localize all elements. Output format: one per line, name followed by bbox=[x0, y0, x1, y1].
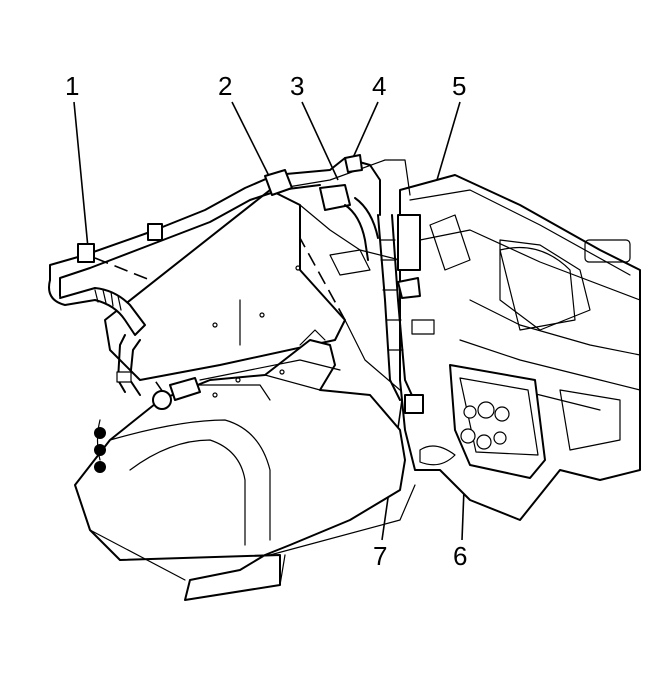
refrigerant-lines bbox=[48, 154, 424, 414]
instrument-panel-area bbox=[399, 174, 641, 521]
callout-label-6: 6 bbox=[453, 541, 467, 571]
callout-label-1: 1 bbox=[65, 71, 79, 101]
callout-label-4: 4 bbox=[372, 71, 386, 101]
wheelhouse-structure bbox=[74, 329, 416, 601]
callout-labels: 1 2 3 4 5 6 7 bbox=[65, 71, 467, 571]
bulkhead-panel bbox=[104, 159, 411, 391]
leader-line-4 bbox=[351, 101, 379, 161]
leader-line-1 bbox=[73, 101, 89, 249]
callout-label-5: 5 bbox=[452, 71, 466, 101]
leader-line-2 bbox=[231, 101, 271, 179]
leader-line-3 bbox=[301, 101, 339, 181]
callout-label-3: 3 bbox=[290, 71, 304, 101]
callout-label-2: 2 bbox=[218, 71, 232, 101]
callout-label-7: 7 bbox=[373, 541, 387, 571]
